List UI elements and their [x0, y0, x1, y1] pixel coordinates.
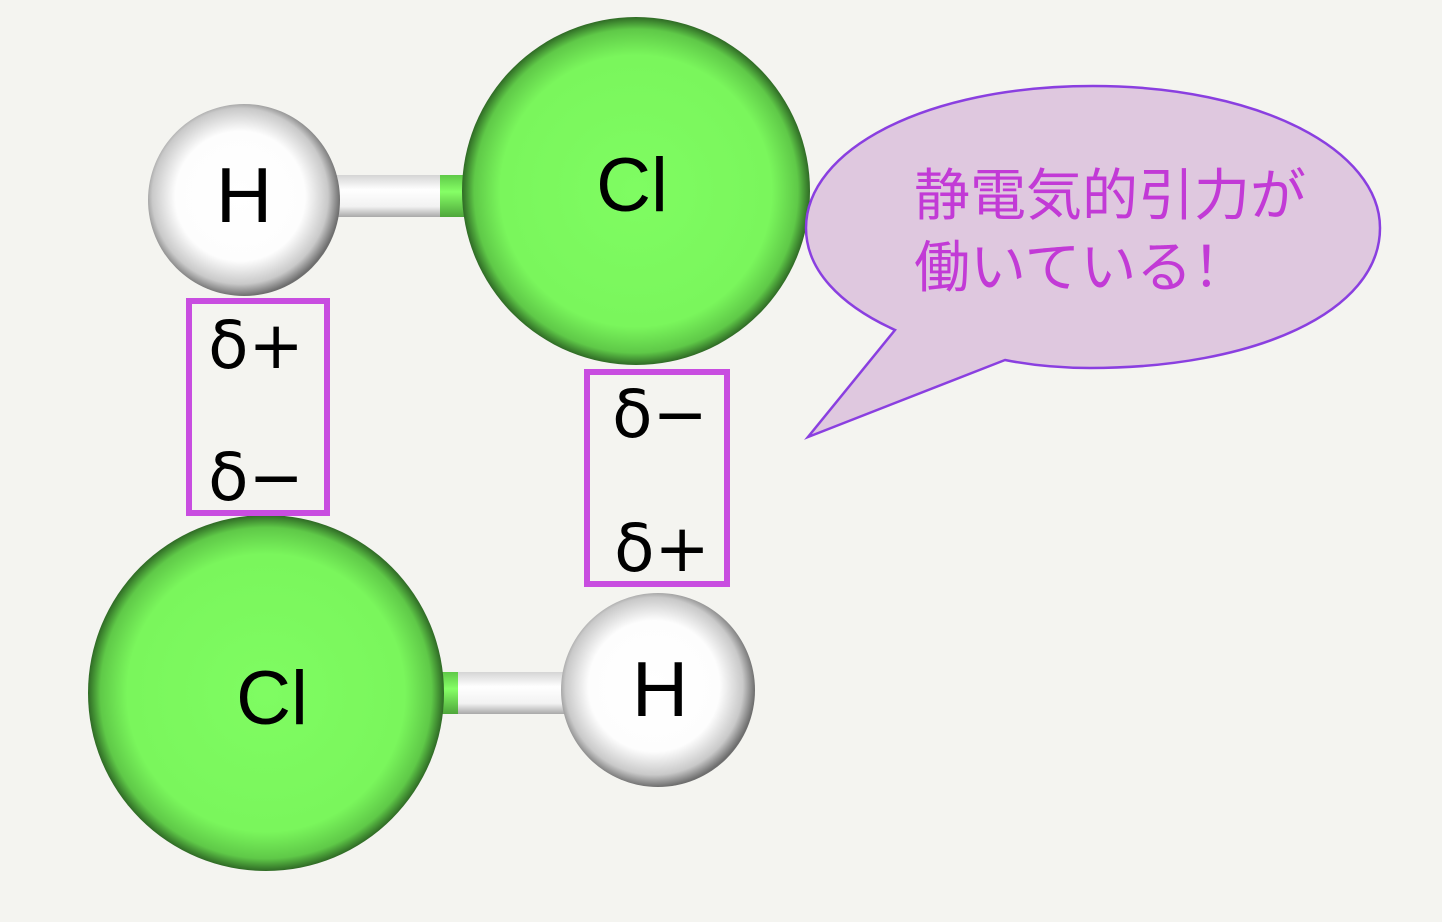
chlorine-label-top: Cl [596, 143, 668, 228]
partial-charge-label: δ+ [208, 307, 304, 384]
dipole-box-right: δ− δ+ [584, 369, 730, 587]
bond-top [320, 175, 468, 217]
hydrogen-label-bottom: H [632, 645, 688, 733]
molecule-hcl-bottom: Cl H [88, 515, 755, 871]
chlorine-atom-bottom [88, 515, 444, 871]
partial-charge-label: δ+ [614, 510, 710, 587]
chlorine-atom-top [462, 17, 810, 365]
speech-bubble: 静電気的引力が 働いている！ [804, 84, 1382, 440]
speech-bubble-line-2: 働いている！ [914, 236, 1248, 301]
speech-bubble-line-1: 静電気的引力が [914, 164, 1306, 229]
bond-bottom [436, 672, 576, 714]
hydrogen-atom-top [148, 104, 340, 296]
hydrogen-label-top: H [216, 151, 272, 239]
molecule-hcl-top: H Cl [148, 17, 810, 365]
partial-charge-label: δ− [208, 439, 304, 516]
partial-charge-label: δ− [612, 376, 708, 453]
hydrogen-atom-bottom [561, 593, 755, 787]
dipole-box-left: δ+ δ− [186, 298, 330, 516]
chlorine-label-bottom: Cl [236, 656, 308, 741]
